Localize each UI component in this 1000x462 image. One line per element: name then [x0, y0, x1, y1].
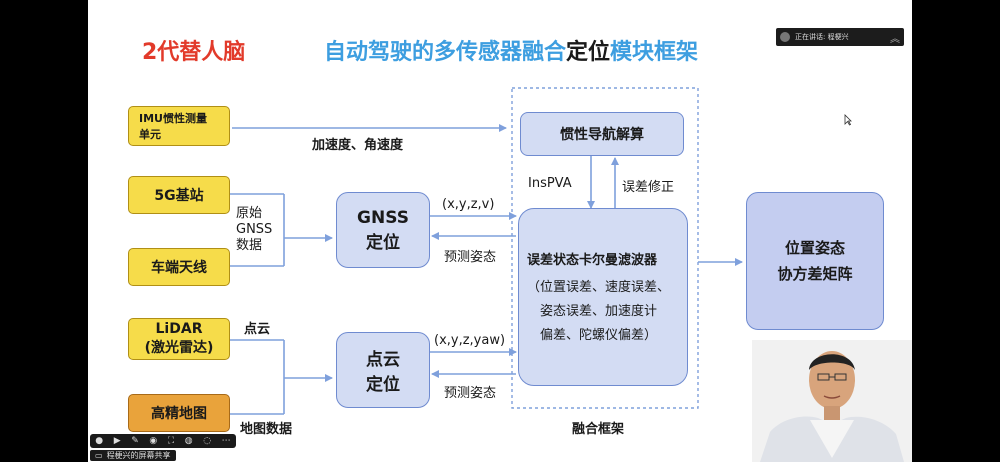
filter-desc-line: 姿态误差、加速度计 — [540, 304, 658, 319]
hd-map-box: 高精地图 — [128, 394, 230, 432]
predicted-pose-label-pointcloud: 预测姿态 — [444, 386, 497, 401]
pointcloud-label: 点云 — [244, 322, 271, 337]
output-label-line1: 位置姿态 — [784, 239, 845, 257]
more-icon[interactable]: ⋯ — [221, 436, 231, 446]
speaker-name: 正在讲话: 程梗兴 — [795, 33, 849, 41]
pointer-icon[interactable]: ▶ — [113, 436, 121, 446]
pen-icon[interactable]: ● — [95, 436, 104, 446]
gnss-label-line2: 定位 — [366, 232, 400, 253]
lidar-box: LiDAR (激光雷达) — [128, 318, 230, 360]
error-state-kalman-filter-box: 误差状态卡尔曼滤波器 （位置误差、速度误差、 姿态误差、加速度计 偏差、陀螺仪偏… — [518, 208, 688, 386]
slide-title: 自动驾驶的多传感器融合定位模块框架 — [324, 34, 698, 66]
filter-title: 误差状态卡尔曼滤波器 — [527, 253, 658, 268]
eraser-icon[interactable]: ◍ — [184, 436, 193, 446]
raw-label-line: 数据 — [236, 238, 263, 253]
shared-slide: 2代替人脑 自动驾驶的多传感器融合定位模块框架 IMU惯性测量 单元 5G基站 … — [88, 0, 912, 462]
slide-section-number: 2代替人脑 — [142, 40, 246, 65]
pointcloud-positioning-box: 点云 定位 — [336, 332, 430, 408]
imu-label-line1: IMU惯性测量 — [139, 112, 207, 125]
lidar-label-line2: (激光雷达) — [144, 340, 214, 356]
inspva-label: InsPVA — [528, 176, 572, 191]
filter-desc-line: 偏差、陀螺仪偏差） — [540, 328, 658, 343]
title-part: 自动驾驶的多传感器融合 — [324, 40, 567, 65]
speaker-wave-icon: ︽ — [890, 33, 900, 45]
imu-box: IMU惯性测量 单元 — [128, 106, 230, 146]
speaker-avatar — [780, 32, 790, 42]
raw-label-line: GNSS — [236, 222, 273, 237]
output-label-line2: 协方差矩阵 — [777, 265, 853, 283]
record-icon[interactable]: ◉ — [149, 436, 158, 446]
base-station-5g-box: 5G基站 — [128, 176, 230, 214]
title-part: 模块框架 — [610, 40, 699, 65]
title-part: 定位 — [566, 40, 611, 65]
gnss-positioning-box: GNSS 定位 — [336, 192, 430, 268]
presenter-image — [752, 340, 912, 462]
mouse-cursor-icon — [844, 114, 852, 126]
diagram-connectors — [230, 87, 743, 415]
chat-icon[interactable]: ◌ — [203, 436, 212, 446]
pointcloud-label-line1: 点云 — [366, 350, 400, 370]
screen-share-toolbar: ● ▶ ✎ ◉ ⛶ ◍ ◌ ⋯ — [90, 434, 236, 448]
presenter-video — [752, 340, 912, 462]
pointcloud-label-line2: 定位 — [366, 375, 400, 395]
filter-desc-line: （位置误差、速度误差、 — [527, 280, 671, 295]
error-correction-label: 误差修正 — [622, 180, 675, 195]
gnss-output-label: (x,y,z,v) — [442, 197, 495, 212]
map-data-label: 地图数据 — [240, 422, 293, 437]
fusion-framework-label: 融合框架 — [572, 422, 625, 437]
active-speaker-bar: 正在讲话: 程梗兴 ︽ — [776, 28, 904, 46]
fullscreen-icon[interactable]: ⛶ — [167, 436, 175, 446]
annotate-icon[interactable]: ✎ — [131, 436, 139, 446]
monitor-icon: ▭ — [95, 451, 103, 460]
filter-description: （位置误差、速度误差、 姿态误差、加速度计 偏差、陀螺仪偏差） — [527, 276, 670, 348]
accel-gyro-label: 加速度、角速度 — [312, 138, 404, 153]
vehicle-antenna-box: 车端天线 — [128, 248, 230, 286]
pointcloud-output-label: (x,y,z,yaw) — [434, 333, 506, 348]
predicted-pose-label-gnss: 预测姿态 — [444, 250, 497, 265]
inertial-navigation-box: 惯性导航解算 — [520, 112, 684, 156]
screen-share-owner: 程梗兴的屏幕共享 — [106, 451, 171, 460]
gnss-label-line1: GNSS — [357, 207, 409, 228]
imu-label-line2: 单元 — [139, 128, 161, 141]
raw-label-line: 原始 — [236, 206, 263, 221]
raw-gnss-data-label: 原始 GNSS 数据 — [236, 206, 272, 254]
screen-share-label: ▭ 程梗兴的屏幕共享 — [90, 450, 176, 461]
lidar-label-line1: LiDAR — [155, 321, 203, 337]
pose-covariance-output-box: 位置姿态 协方差矩阵 — [746, 192, 884, 330]
